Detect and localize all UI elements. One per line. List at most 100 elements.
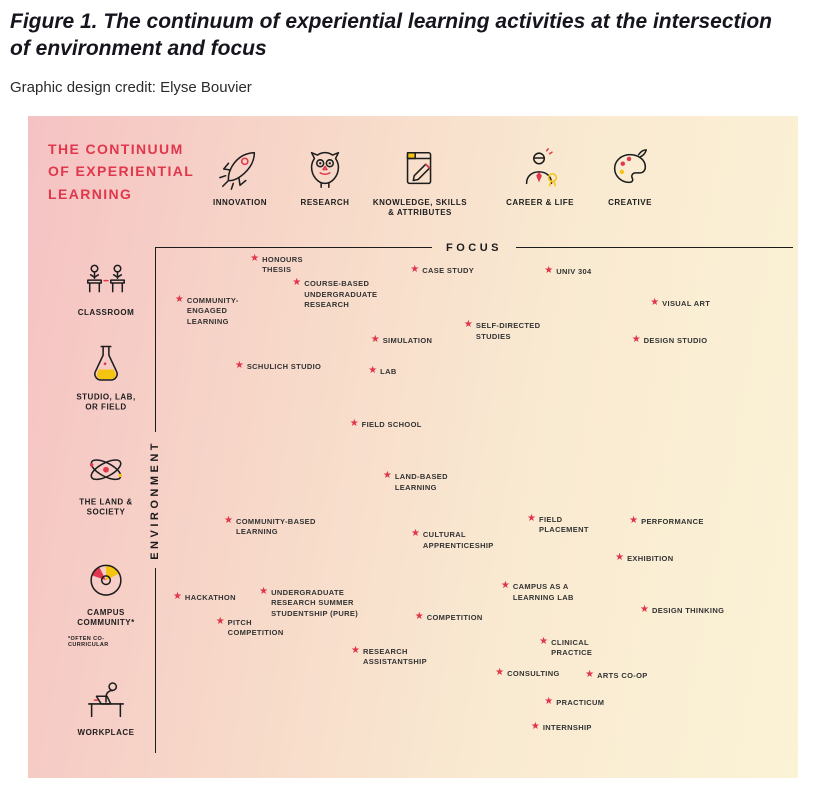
star-icon: ★	[544, 265, 554, 277]
data-point-honours-thesis: ★HONOURS THESIS	[250, 253, 303, 276]
star-icon: ★	[615, 551, 625, 563]
environment-axis: ENVIRONMENT	[148, 247, 162, 753]
data-point-schulich-studio: ★SCHULICH STUDIO	[234, 359, 322, 373]
focus-category-label: RESEARCH	[300, 197, 350, 207]
credit-line: Graphic design credit: Elyse Bouvier	[10, 78, 252, 96]
point-label: EXHIBITION	[627, 553, 674, 563]
data-point-design-studio: ★DESIGN STUDIO	[631, 333, 708, 347]
data-point-land-based-learning: ★LAND-BASED LEARNING	[383, 471, 487, 493]
environment-category-label: CAMPUS COMMUNITY*	[77, 607, 135, 628]
focus-category-innovation: INNOVATION	[181, 146, 299, 209]
environment-category-the-land-society: THE LAND & SOCIETY	[68, 446, 144, 519]
environment-category-note: *OFTEN CO-CURRICULAR	[68, 636, 109, 649]
data-point-field-school: ★FIELD SCHOOL	[350, 419, 422, 431]
point-label: PITCH COMPETITION	[227, 617, 284, 638]
point-label: SCHULICH STUDIO	[246, 361, 322, 371]
data-point-field-placement: ★FIELD PLACEMENT	[527, 512, 589, 536]
data-point-lab: ★LAB	[368, 364, 397, 378]
focus-axis-label: FOCUS	[446, 241, 502, 254]
focus-category-label: INNOVATION	[212, 197, 268, 207]
star-icon: ★	[585, 668, 595, 680]
data-point-pitch-competition: ★PITCH COMPETITION	[216, 616, 284, 639]
chart-title: THE CONTINUUM OF EXPERIENTIAL LEARNING	[48, 140, 195, 202]
point-label: INTERNSHIP	[542, 723, 592, 733]
point-label: FIELD PLACEMENT	[539, 514, 589, 535]
point-label: CASE STUDY	[422, 265, 475, 275]
star-icon: ★	[500, 580, 510, 592]
figure-caption: Figure 1. The continuum of experiential …	[10, 10, 772, 61]
data-point-research-assistantship: ★RESEARCH ASSISTANTSHIP	[350, 644, 427, 668]
star-icon: ★	[410, 528, 420, 540]
star-icon: ★	[350, 644, 360, 656]
data-point-clinical-practice: ★CLINICAL PRACTICE	[539, 635, 593, 659]
data-point-performance: ★PERFORMANCE	[629, 515, 704, 528]
star-icon: ★	[370, 333, 380, 345]
axis-line-left	[155, 247, 432, 249]
data-point-design-thinking: ★DESIGN THINKING	[639, 603, 725, 617]
star-icon: ★	[382, 470, 392, 482]
star-icon: ★	[259, 585, 269, 597]
focus-category-career-life: CAREER & LIFE	[481, 146, 599, 209]
point-label: COMMUNITY-BASED LEARNING	[235, 516, 316, 537]
point-label: CULTURAL APPRENTICESHIP	[422, 530, 494, 550]
page-header: Figure 1. The continuum of experiential …	[0, 0, 813, 96]
point-label: HONOURS THESIS	[262, 254, 303, 275]
focus-axis: FOCUS	[155, 242, 793, 254]
data-point-practicum: ★PRACTICUM	[544, 695, 604, 709]
owl-icon	[302, 146, 348, 192]
data-point-self-directed-studies: ★SELF-DIRECTED STUDIES	[464, 320, 541, 342]
career-person-icon	[517, 146, 563, 192]
flask-icon	[83, 341, 129, 387]
point-label: HACKATHON	[184, 592, 236, 602]
star-icon: ★	[539, 635, 549, 647]
star-icon: ★	[639, 603, 649, 615]
data-point-course-based-undergraduate-research: ★COURSE-BASED UNDERGRADUATE RESEARCH	[292, 278, 377, 311]
environment-category-label: STUDIO, LAB, OR FIELD	[76, 392, 136, 413]
environment-category-label: WORKPLACE	[77, 727, 135, 737]
data-point-community-based-learning: ★COMMUNITY-BASED LEARNING	[224, 514, 316, 538]
focus-category-creative: CREATIVE	[571, 146, 689, 209]
star-icon: ★	[292, 277, 302, 289]
palette-icon	[607, 146, 653, 192]
data-point-univ-304: ★UNIV 304	[544, 266, 591, 278]
point-label: LAB	[380, 366, 397, 376]
star-icon: ★	[544, 695, 554, 707]
star-icon: ★	[631, 333, 641, 345]
point-label: CAMPUS AS A LEARNING LAB	[512, 582, 574, 602]
star-icon: ★	[174, 293, 184, 305]
point-label: UNIV 304	[556, 267, 592, 277]
environment-category-classroom: CLASSROOM	[68, 257, 144, 319]
environment-category-label: CLASSROOM	[77, 307, 135, 317]
point-label: DESIGN THINKING	[651, 605, 725, 615]
community-circle-icon	[83, 557, 129, 603]
environment-category-workplace: WORKPLACE	[68, 677, 144, 739]
star-icon: ★	[414, 610, 424, 622]
data-point-undergraduate-research-summer-studentship-pure: ★UNDERGRADUATE RESEARCH SUMMER STUDENTSH…	[259, 585, 359, 620]
data-point-simulation: ★SIMULATION	[370, 333, 433, 347]
point-label: FIELD SCHOOL	[361, 420, 422, 430]
environment-axis-label: ENVIRONMENT	[149, 440, 161, 560]
environment-category-label: THE LAND & SOCIETY	[79, 497, 133, 518]
axis-line-right	[516, 247, 793, 249]
data-point-cultural-apprenticeship: ★CULTURAL APPRENTICESHIP	[411, 529, 494, 551]
focus-category-label: CREATIVE	[608, 197, 652, 207]
data-point-hackathon: ★HACKATHON	[172, 590, 236, 604]
atom-icon	[83, 446, 129, 492]
point-label: DESIGN STUDIO	[643, 335, 708, 345]
axis-line-bottom	[154, 567, 156, 753]
environment-category-studio-lab-or-field: STUDIO, LAB, OR FIELD	[68, 341, 144, 414]
star-icon: ★	[234, 359, 244, 371]
data-point-case-study: ★CASE STUDY	[410, 264, 475, 277]
star-icon: ★	[172, 590, 182, 602]
data-point-exhibition: ★EXHIBITION	[615, 551, 674, 565]
point-label: LAND-BASED LEARNING	[394, 472, 448, 492]
point-label: PERFORMANCE	[641, 516, 704, 526]
point-label: UNDERGRADUATE RESEARCH SUMMER STUDENTSHI…	[271, 587, 359, 618]
star-icon: ★	[527, 512, 537, 524]
point-label: SIMULATION	[382, 335, 433, 345]
star-icon: ★	[530, 721, 540, 733]
star-icon: ★	[224, 514, 233, 526]
point-label: CLINICAL PRACTICE	[551, 637, 593, 658]
star-icon: ★	[368, 364, 378, 376]
data-point-community-engaged-learning: ★COMMUNITY-ENGAGED LEARNING	[174, 293, 279, 328]
